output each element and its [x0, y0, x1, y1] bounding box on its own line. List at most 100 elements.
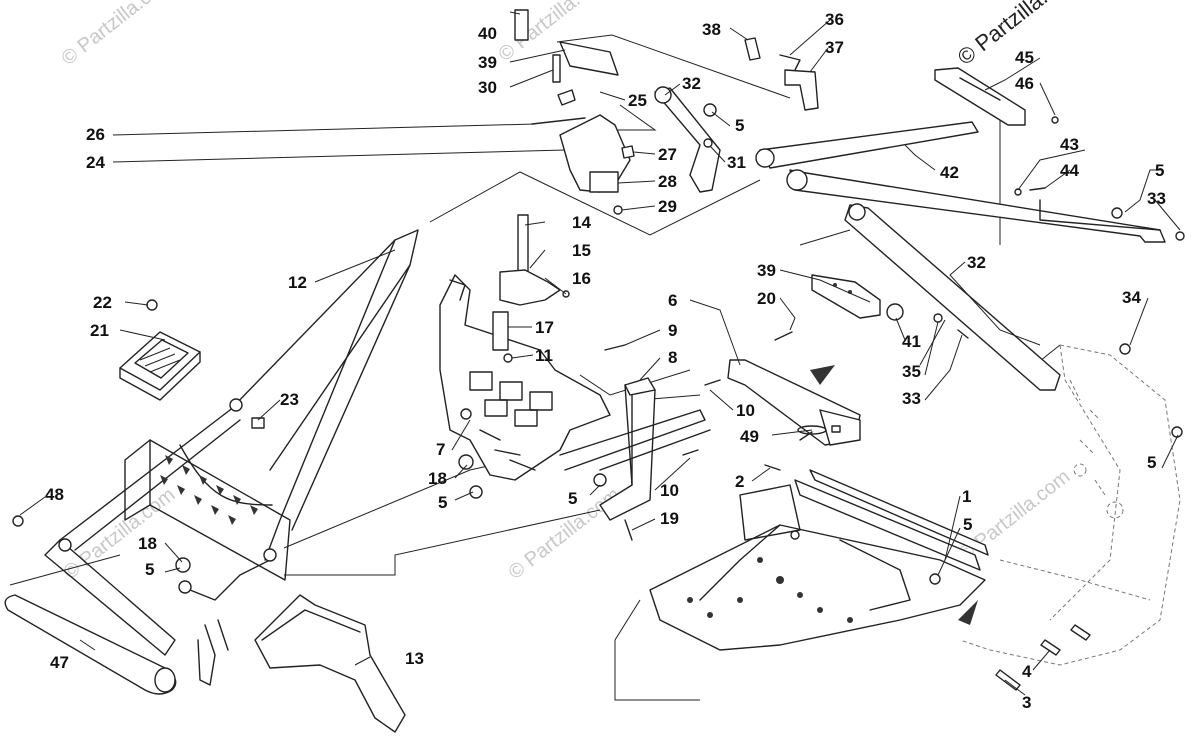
part-11-nut — [503, 353, 513, 363]
part-41-nut — [886, 303, 904, 321]
part-32-lower-arm — [844, 203, 1061, 391]
part-17-spacer — [492, 311, 509, 351]
callout-38: 38 — [702, 20, 721, 39]
part-19-pin — [624, 519, 633, 541]
callout-4: 4 — [1022, 662, 1032, 681]
part-39-bracket-top — [559, 41, 619, 76]
callout-39-top: 39 — [478, 53, 497, 72]
callout-15: 15 — [572, 241, 591, 260]
callout-41: 41 — [902, 332, 921, 351]
callout-8: 8 — [668, 348, 677, 367]
callout-labels: 1 2 3 4 5 5 5 5 5 5 5 6 7 8 9 10 10 11 1… — [45, 10, 1166, 712]
callout-7: 7 — [436, 440, 445, 459]
part-36-clip — [779, 54, 801, 71]
callout-5-top: 5 — [735, 116, 744, 135]
callout-31: 31 — [727, 153, 746, 172]
part-43-washer — [1014, 188, 1022, 196]
callout-44: 44 — [1060, 161, 1079, 180]
callout-47: 47 — [50, 653, 69, 672]
top-cluster-assembly — [514, 9, 819, 215]
callout-18-left: 18 — [138, 534, 157, 553]
part-47-tube — [4, 594, 177, 695]
callout-25: 25 — [628, 91, 647, 110]
part-26-rod — [531, 117, 586, 125]
part-2-bolt — [764, 464, 781, 471]
part-5-nut-post — [593, 473, 607, 487]
callout-43: 43 — [1060, 135, 1079, 154]
part-37-bracket — [784, 69, 819, 111]
callout-46: 46 — [1015, 74, 1034, 93]
part-5-nut-rail — [1111, 207, 1123, 219]
callout-6: 6 — [668, 291, 677, 310]
callout-1: 1 — [962, 487, 971, 506]
part-15-bracket — [499, 269, 561, 306]
part-45-bracket — [934, 67, 1026, 126]
part-9-bolt — [604, 344, 626, 351]
part-10-bolt-upper — [704, 379, 721, 386]
part-39-bracket-right — [811, 274, 969, 339]
parts-3-4-bolts — [995, 624, 1091, 691]
part-38-screw — [744, 37, 761, 61]
part-30-bolt — [552, 54, 561, 83]
callout-13: 13 — [405, 649, 424, 668]
callout-40: 40 — [478, 24, 497, 43]
part-34-bulkhead-ghost — [959, 343, 1183, 666]
part-12-front-frame — [44, 229, 419, 686]
callout-48: 48 — [45, 485, 64, 504]
callout-18-center: 18 — [428, 469, 447, 488]
part-5-nut-left — [178, 580, 192, 594]
callout-49: 49 — [740, 427, 759, 446]
callout-22: 22 — [93, 293, 112, 312]
callout-36: 36 — [825, 10, 844, 29]
parts-14-17-bolt-spacer — [492, 214, 570, 363]
assembly-lines — [9, 34, 1061, 701]
callout-33-lower: 33 — [902, 389, 921, 408]
part-35-washer — [933, 313, 943, 323]
part-7-center-plate — [439, 274, 611, 499]
callout-10-upper: 10 — [736, 401, 755, 420]
part-48-bolt — [12, 515, 24, 527]
callout-5-left: 5 — [145, 560, 154, 579]
callout-45: 45 — [1015, 48, 1034, 67]
part-42-rails — [755, 121, 1166, 243]
callout-3: 3 — [1022, 693, 1031, 712]
callout-29: 29 — [658, 197, 677, 216]
direction-arrow-lower — [958, 600, 978, 625]
callout-26: 26 — [86, 125, 105, 144]
callout-33-rail: 33 — [1147, 189, 1166, 208]
part-46-screw — [1051, 116, 1059, 124]
callout-32-lower: 32 — [967, 253, 986, 272]
callout-19: 19 — [660, 509, 679, 528]
callout-5-center: 5 — [438, 493, 447, 512]
callout-12: 12 — [288, 273, 307, 292]
callout-24: 24 — [86, 153, 105, 172]
watermark-5: © Partzilla.com — [955, 466, 1075, 566]
part-13-lower-bracket — [254, 594, 406, 733]
part-8-upright-post — [599, 377, 656, 521]
part-27-bolt — [621, 145, 635, 159]
part-40-bolt — [514, 9, 529, 41]
callout-42: 42 — [940, 163, 959, 182]
watermark-1: © Partzilla.com — [58, 0, 178, 70]
callout-20: 20 — [757, 289, 776, 308]
callout-11: 11 — [535, 346, 553, 365]
part-32-upper-link — [654, 86, 721, 193]
part-5-nut-right — [1171, 426, 1183, 438]
tie-rods — [559, 409, 711, 471]
callout-17: 17 — [535, 318, 554, 337]
callout-5-rail: 5 — [1155, 161, 1164, 180]
callout-32-upper: 32 — [682, 74, 701, 93]
part-28-block — [589, 171, 619, 193]
watermark-4: © Partzilla.com — [505, 484, 625, 584]
callout-35: 35 — [902, 362, 921, 381]
callout-21: 21 — [90, 321, 109, 340]
direction-arrow-upper — [810, 365, 835, 385]
watermark-3: © Partzilla.com — [60, 484, 180, 584]
part-49-washer — [797, 425, 827, 435]
callout-5-post: 5 — [568, 489, 577, 508]
callout-28: 28 — [658, 172, 677, 191]
callout-16: 16 — [572, 269, 591, 288]
callout-34: 34 — [1122, 288, 1141, 307]
part-34-screw — [1119, 343, 1131, 355]
